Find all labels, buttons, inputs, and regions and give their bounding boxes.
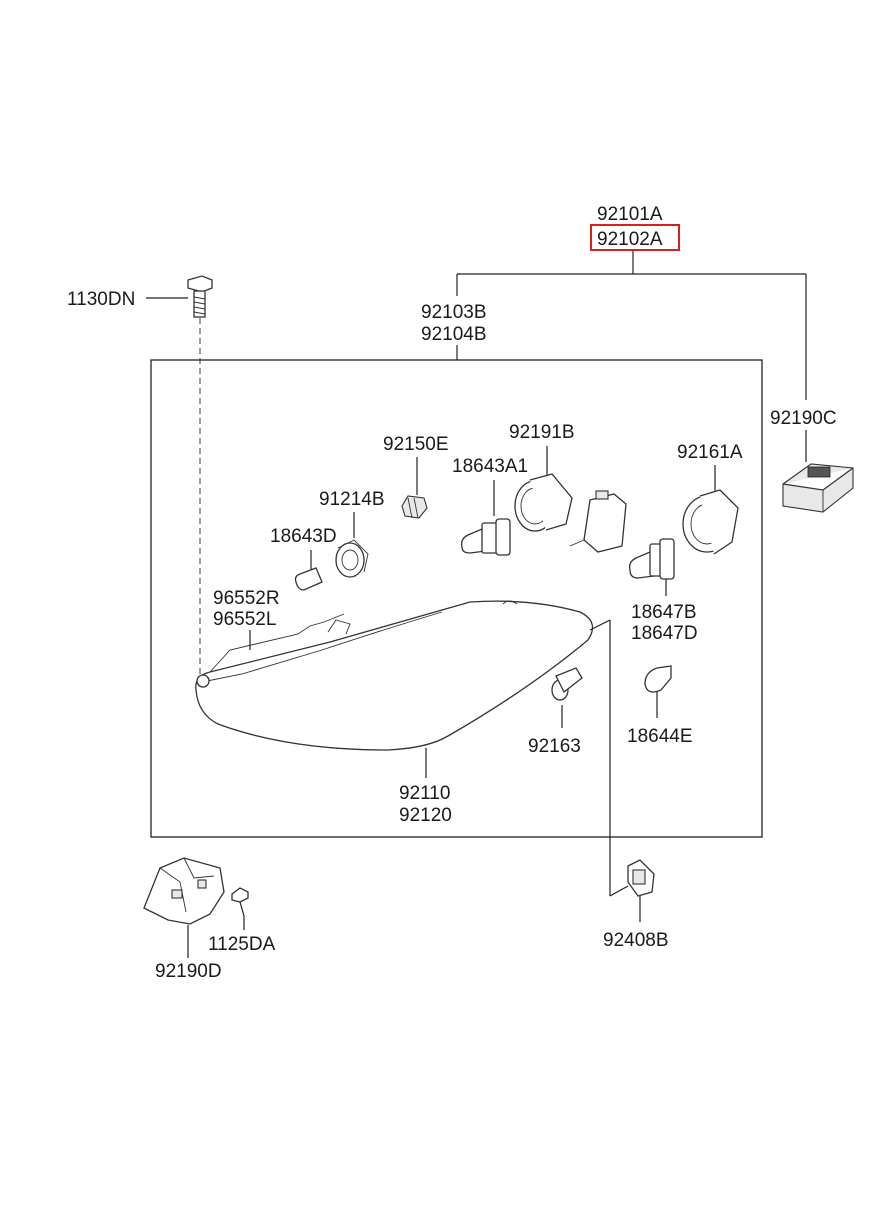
label-18643D[interactable]: 18643D [270,526,337,547]
label-92103B[interactable]: 92103B [421,302,487,323]
bulb-18647b [628,538,675,596]
assembly-leader-lines [456,250,807,462]
label-18643A1[interactable]: 18643A1 [452,456,528,477]
headlamp-housing-92110 [195,600,594,778]
bolt-1130dn [146,275,213,675]
bulb-18644e [644,665,672,718]
socket-92150e [401,457,428,519]
label-96552L[interactable]: 96552L [213,609,276,630]
ballast-92190c [782,463,854,513]
label-92104B[interactable]: 92104B [421,324,487,345]
label-92102A[interactable]: 92102A [597,229,663,250]
ring-92161a [682,465,739,555]
label-1125DA[interactable]: 1125DA [208,934,276,955]
label-18647B[interactable]: 18647B [631,602,697,623]
label-92191B[interactable]: 92191B [509,422,575,443]
ring-91214b [335,512,369,578]
label-92101A[interactable]: 92101A [597,204,663,225]
bulb-18643a1 [460,480,511,556]
label-96552R[interactable]: 96552R [213,588,280,609]
label-18647D[interactable]: 18647D [631,623,698,644]
label-92161A[interactable]: 92161A [677,442,743,463]
wire-harness-92408b [589,619,655,922]
label-91214B[interactable]: 91214B [319,489,385,510]
label-92163[interactable]: 92163 [528,736,581,757]
bracket-92190d [143,857,225,958]
screw-1125da [231,887,249,930]
label-1130DN[interactable]: 1130DN [67,289,135,310]
socket-92163 [551,667,583,728]
highlight-box [590,224,680,251]
label-92190D[interactable]: 92190D [155,961,222,982]
bulb-18643d [294,550,323,591]
leveling-actuator [569,490,627,553]
label-92150E[interactable]: 92150E [383,434,449,455]
label-92120[interactable]: 92120 [399,805,452,826]
label-92408B[interactable]: 92408B [603,930,669,951]
label-92190C[interactable]: 92190C [770,408,837,429]
label-92110[interactable]: 92110 [399,783,450,804]
ring-92191b [514,446,573,532]
label-18644E[interactable]: 18644E [627,726,693,747]
